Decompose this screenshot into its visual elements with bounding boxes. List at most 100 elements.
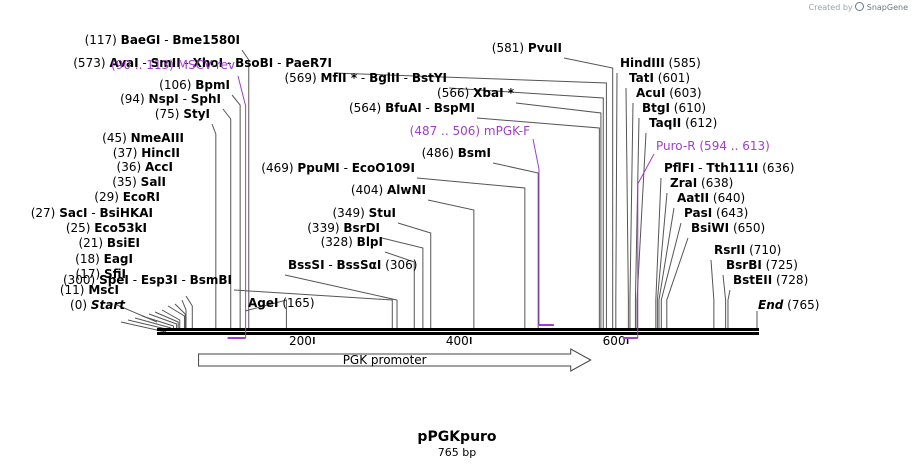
site-label[interactable]: (106) BpmI — [159, 78, 230, 92]
site-label[interactable]: (569) MfII * - BglII - BstYI — [284, 71, 447, 85]
enzyme-name: BsmBI — [190, 273, 232, 287]
site-label[interactable]: (581) PvuII — [492, 41, 562, 55]
site-labels: (0) Start(11) MscI (17) SfiI(18) EagI (21)… — [31, 33, 820, 312]
site-label[interactable]: AgeI (165) — [248, 296, 315, 310]
site-label[interactable]: (300) SpeI - Esp3I - BsmBI — [63, 273, 232, 287]
site-position: (603) — [669, 86, 701, 100]
site-leader-line — [148, 313, 178, 328]
site-label[interactable]: PasI (643) — [684, 206, 748, 220]
site-leader-line — [333, 72, 607, 328]
site-label[interactable]: (0) Start — [70, 298, 126, 312]
site-leader-line — [241, 49, 250, 328]
enzyme-name: BfuAI — [385, 101, 422, 115]
site-label[interactable]: (17) SfiI — [76, 267, 126, 281]
site-position: (636) — [762, 161, 794, 175]
enzyme-name: Tth111I — [706, 161, 758, 175]
feature-arrow[interactable] — [198, 348, 592, 372]
site-label[interactable]: PflFI - Tth111I (636) — [664, 161, 794, 175]
site-position: (27) — [31, 206, 56, 220]
site-label[interactable]: (117) BaeGI - Bme1580I — [85, 33, 240, 47]
site-leader-line — [384, 251, 415, 328]
site-label[interactable]: (35) SalI — [112, 175, 166, 189]
site-position: (581) — [492, 41, 524, 55]
site-label[interactable]: (573) AvaI - SmII - XhoI - BsoBI - PaeR7… — [73, 56, 332, 70]
site-position: (569) — [284, 71, 316, 85]
primer-leader-line — [237, 75, 247, 338]
site-label[interactable]: (36) AccI — [117, 160, 173, 174]
site-position: (94) — [120, 92, 145, 106]
primer-label[interactable]: Puro-R (594 .. 613) — [656, 139, 770, 153]
site-position: (585) — [669, 56, 701, 70]
site-leader-line — [492, 162, 539, 328]
site-label[interactable]: (37) HincII — [113, 146, 180, 160]
site-label[interactable]: (486) BsmI — [422, 146, 491, 160]
site-label[interactable]: (75) StyI — [155, 107, 210, 121]
site-label[interactable]: RsrII (710) — [714, 243, 781, 257]
site-label[interactable]: (328) BlpI — [321, 235, 383, 249]
site-label[interactable]: BsiWI (650) — [691, 221, 765, 235]
enzyme-name: BaeGI — [121, 33, 161, 47]
site-label[interactable]: ZraI (638) — [670, 176, 733, 190]
site-label[interactable]: (94) NspI - SphI — [120, 92, 221, 106]
site-label[interactable]: (404) AlwNI — [351, 183, 426, 197]
site-label[interactable]: (566) XbaI * — [437, 86, 515, 100]
snapgene-logo-icon — [855, 2, 865, 11]
site-label[interactable]: End (765) — [758, 298, 819, 312]
enzyme-name: BsoBI — [235, 56, 273, 70]
site-label[interactable]: HindIII (585) — [620, 56, 701, 70]
site-label[interactable]: AatII (640) — [677, 191, 745, 205]
site-position: (165) — [282, 296, 314, 310]
site-label[interactable]: BtgI (610) — [642, 101, 706, 115]
enzyme-name: HincII — [141, 146, 180, 160]
site-label[interactable]: (45) NmeAIII — [102, 131, 184, 145]
primer-label[interactable]: (90 .. 113) MSCV-rev — [111, 58, 235, 72]
site-label[interactable]: AcuI (603) — [636, 86, 702, 100]
site-label[interactable]: (349) StuI — [333, 206, 397, 220]
primer-range: (594 .. 613) — [699, 139, 769, 153]
enzyme-name: SacI — [59, 206, 87, 220]
site-position: (765) — [787, 298, 819, 312]
enzyme-name: BpmI — [195, 78, 230, 92]
site-label[interactable]: (339) BsrDI — [307, 221, 380, 235]
site-position: (601) — [658, 71, 690, 85]
site-label[interactable]: (27) SacI - BsiHKAI — [31, 206, 153, 220]
primer-range: (90 .. 113) — [111, 58, 174, 72]
enzyme-name: TaqII — [649, 116, 681, 130]
enzyme-name: PasI — [684, 206, 712, 220]
site-label[interactable]: (21) BsiEI — [78, 236, 140, 250]
site-leader-line — [167, 305, 185, 328]
site-label[interactable]: (25) Eco53kI — [66, 221, 147, 235]
site-leader-line — [634, 117, 640, 328]
enzyme-name: BssSαI — [337, 258, 382, 272]
credit-brand: SnapGene — [866, 3, 908, 12]
site-position: (610) — [674, 101, 706, 115]
enzyme-name: AatII — [677, 191, 709, 205]
site-position: (710) — [749, 243, 781, 257]
enzyme-name: SphI — [191, 92, 221, 106]
site-label[interactable]: (564) BfuAI - BspMI — [349, 101, 475, 115]
site-label[interactable]: (469) PpuMI - EcoO109I — [261, 161, 415, 175]
snapgene-credit: Created by SnapGene — [809, 2, 908, 12]
primer-name: MSCV-rev — [178, 58, 235, 72]
site-position: (638) — [701, 176, 733, 190]
enzyme-name: SpeI — [99, 273, 129, 287]
enzyme-name: AlwNI — [387, 183, 426, 197]
site-label[interactable]: (29) EcoRI — [94, 190, 160, 204]
site-label[interactable]: BsrBI (725) — [726, 258, 798, 272]
site-position: (573) — [73, 56, 105, 70]
site-leader-line — [563, 57, 614, 328]
site-leader-line — [244, 299, 287, 328]
site-position: (640) — [713, 191, 745, 205]
enzyme-name: BsrDI — [343, 221, 380, 235]
site-label[interactable]: (18) EagI — [75, 252, 133, 266]
site-leader-line — [154, 311, 179, 328]
site-label[interactable]: TatI (601) — [629, 71, 690, 85]
site-label[interactable]: (11) MscI — [60, 283, 119, 297]
site-position: (45) — [102, 131, 127, 145]
site-position: (725) — [766, 258, 798, 272]
site-label[interactable]: BssSI - BssSαI (306) — [288, 258, 417, 272]
site-label[interactable]: BstEII (728) — [733, 273, 808, 287]
enzyme-name: AvaI — [109, 56, 138, 70]
site-label[interactable]: TaqII (612) — [649, 116, 717, 130]
primer-label[interactable]: (487 .. 506) mPGK-F — [410, 124, 530, 138]
